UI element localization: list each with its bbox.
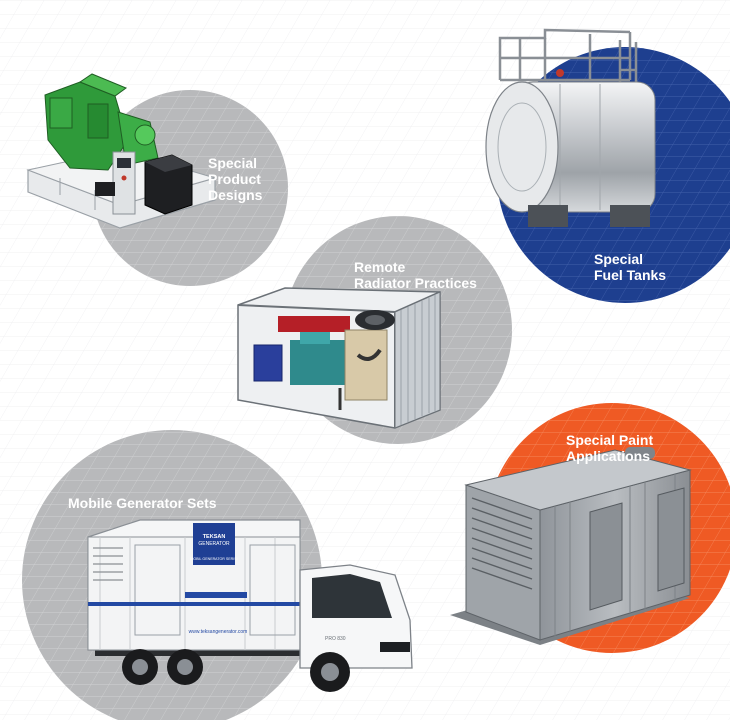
label-special-paint-2: Applications [566, 448, 650, 464]
truck-logo-line2: GENERATOR [198, 541, 230, 547]
green-generator-illustration [26, 73, 217, 229]
label-special-product-2: Product [208, 171, 261, 187]
truck-logo-line1: TEKSAN [203, 534, 226, 540]
truck-cab-model: PRO 830 [325, 636, 346, 642]
label-special-fuel-2: Fuel Tanks [594, 267, 666, 283]
label-remote-radiator-2: Radiator Practices [354, 275, 477, 291]
label-special-product-3: Designs [208, 187, 263, 203]
label-special-fuel-1: Special [594, 251, 643, 267]
truck-box-subtitle: MOBIL GENERATOR SERISI [190, 557, 237, 561]
painted-container-illustration [450, 447, 692, 645]
labels: Special Product Designs Remote Radiator … [68, 155, 666, 511]
radiator-container-illustration [237, 287, 441, 429]
label-remote-radiator-1: Remote [354, 259, 406, 275]
truck-side-url: www.teksangenerator.com [189, 629, 248, 635]
truck-logo-panel [193, 523, 235, 565]
label-mobile-sets: Mobile Generator Sets [68, 495, 217, 511]
fuel-tank-illustration [485, 28, 656, 227]
label-special-product-1: Special [208, 155, 257, 171]
mobile-generator-truck: TEKSAN GENERATOR MOBIL GENERATOR SERISI … [87, 519, 413, 692]
label-special-paint-1: Special Paint [566, 432, 653, 448]
